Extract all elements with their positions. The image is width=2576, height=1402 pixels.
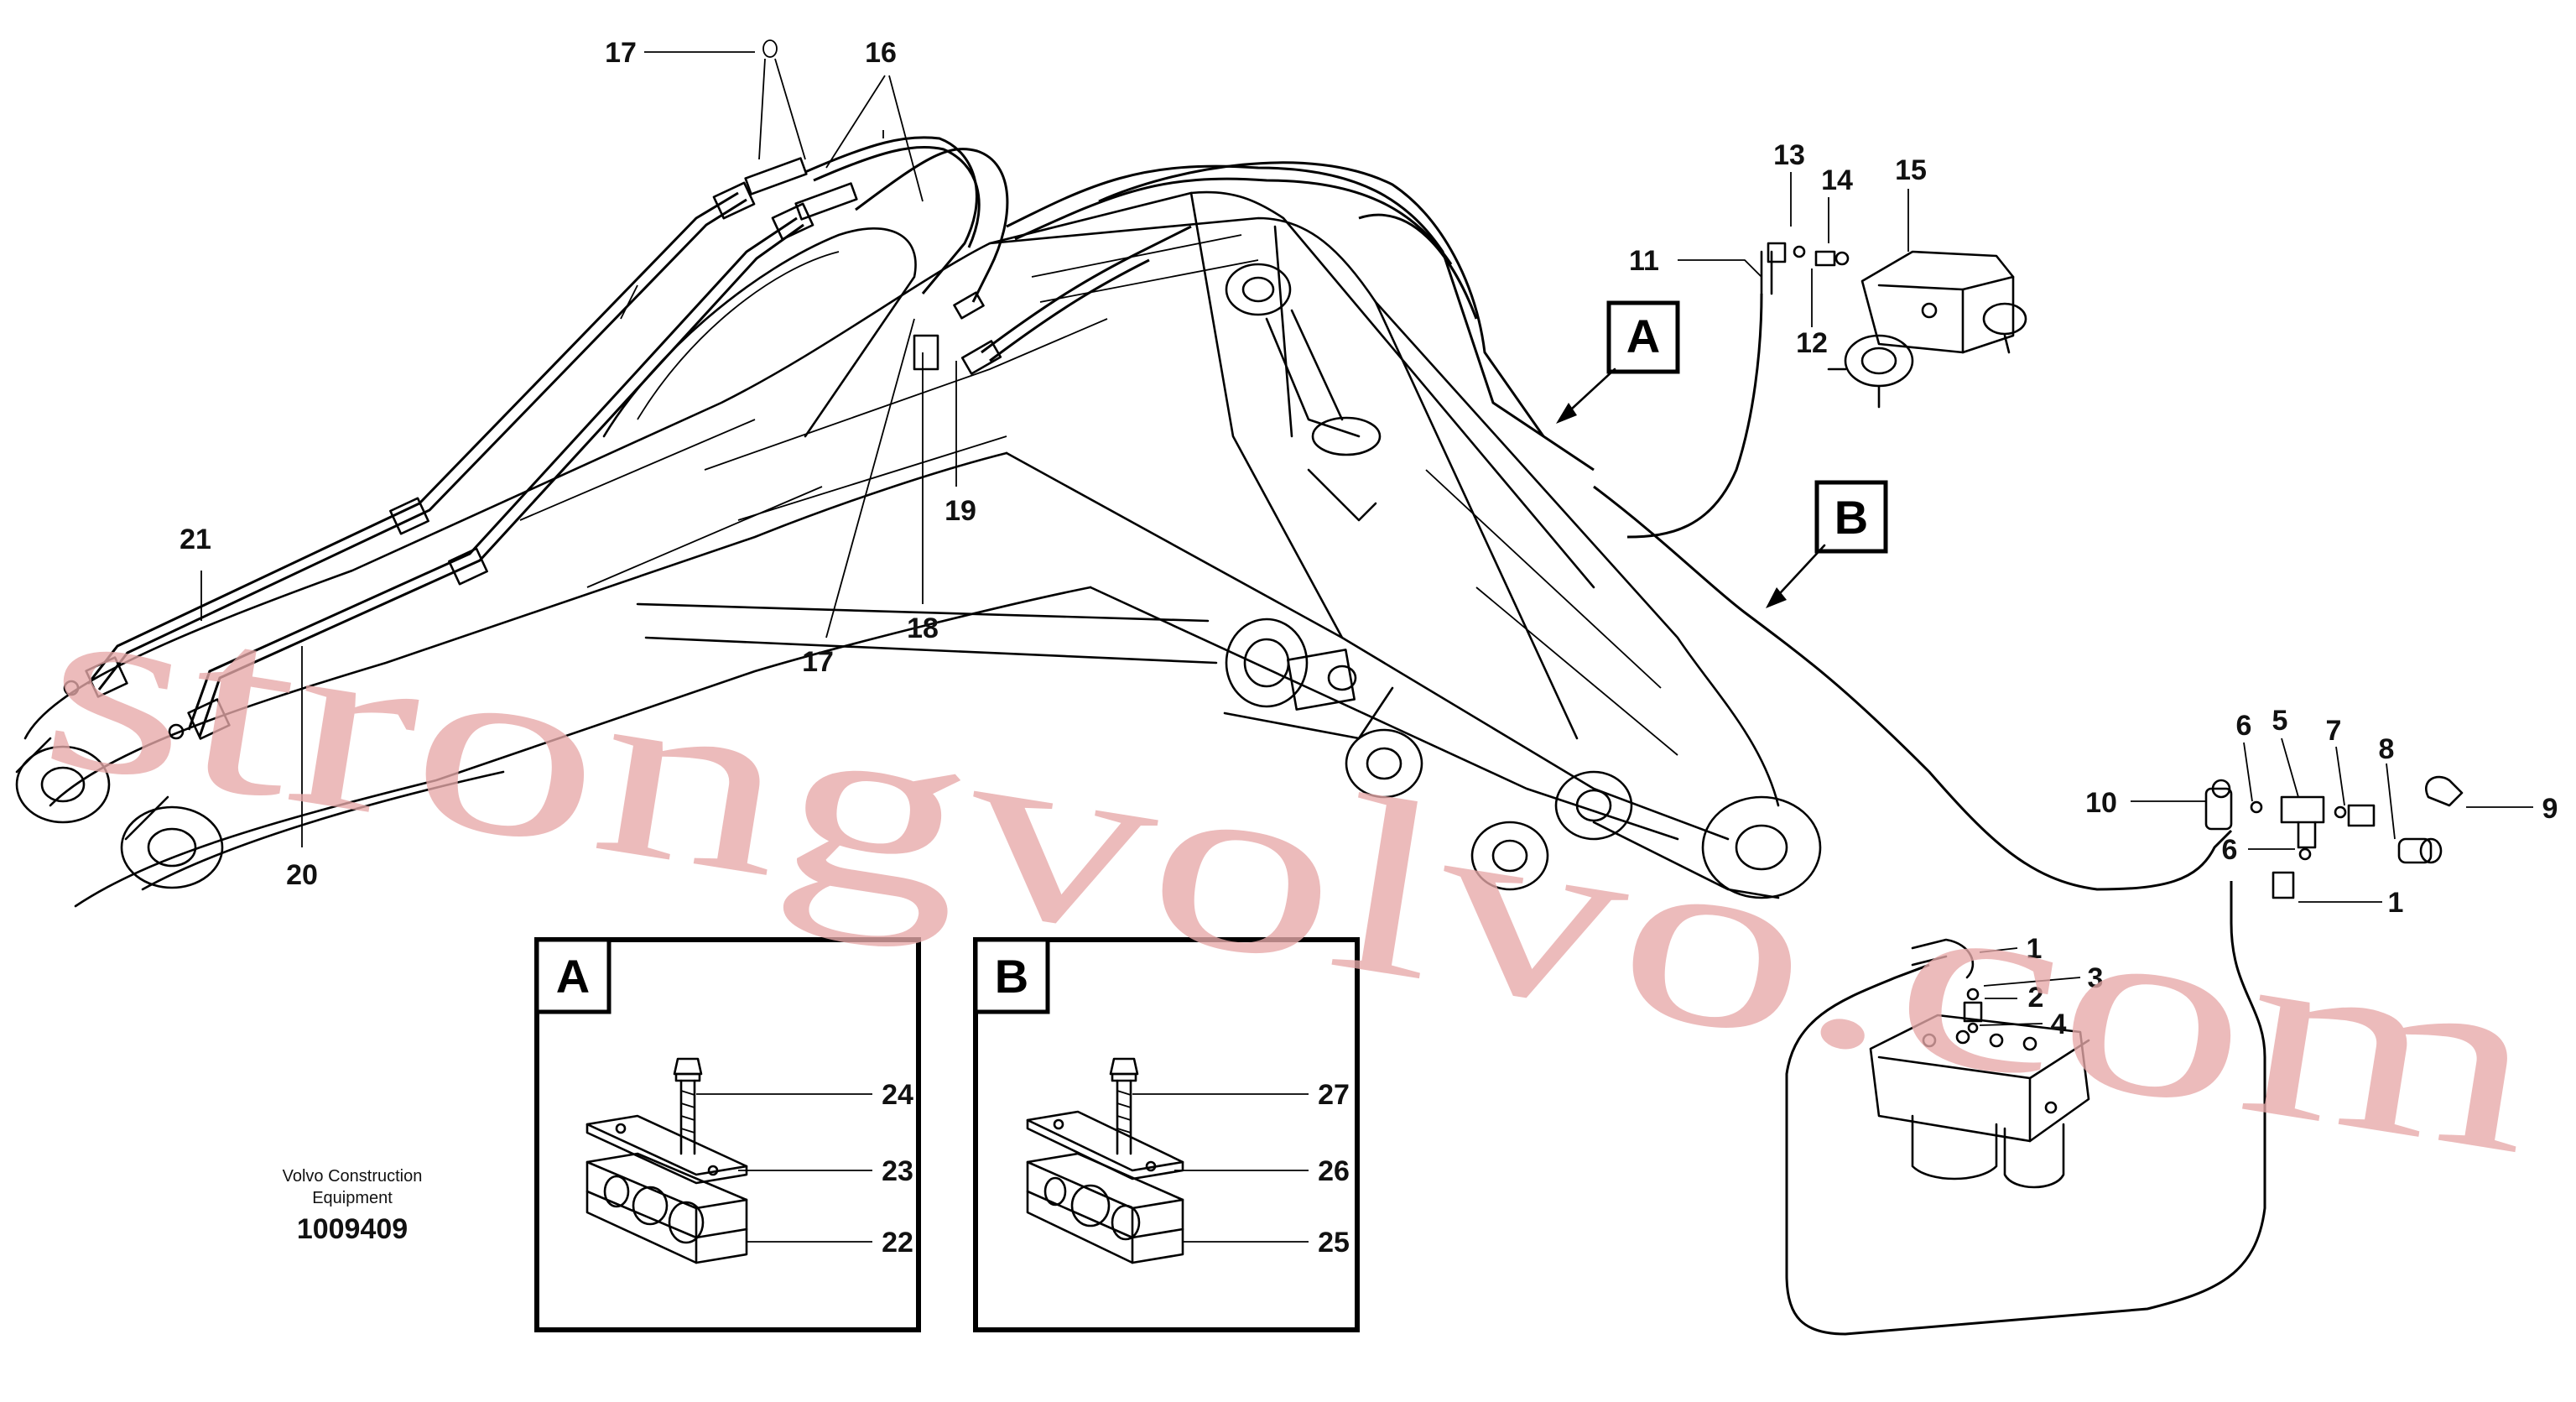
detail-a-label: A bbox=[556, 950, 590, 1003]
label-7: 7 bbox=[2326, 715, 2342, 747]
label-5: 5 bbox=[2272, 705, 2288, 737]
label-6b: 6 bbox=[2222, 834, 2238, 866]
label-13: 13 bbox=[1773, 139, 1805, 171]
label-9: 9 bbox=[2542, 793, 2558, 825]
leader-lines bbox=[200, 39, 2533, 1243]
label-15: 15 bbox=[1895, 154, 1927, 186]
label-26: 26 bbox=[1318, 1155, 1350, 1187]
label-14: 14 bbox=[1821, 164, 1853, 196]
detail-b-label: B bbox=[995, 950, 1028, 1003]
boom-arm bbox=[15, 190, 1822, 908]
label-23: 23 bbox=[882, 1155, 913, 1187]
label-16: 16 bbox=[865, 37, 897, 69]
valve-block bbox=[1869, 938, 2090, 1189]
figure-caption: Volvo Construction Equipment 1009409 bbox=[283, 1167, 423, 1245]
label-20: 20 bbox=[286, 859, 318, 891]
label-8: 8 bbox=[2379, 733, 2395, 765]
label-17b: 17 bbox=[802, 646, 834, 678]
label-27: 27 bbox=[1318, 1079, 1350, 1111]
callout-a: A bbox=[1556, 300, 1680, 424]
label-18: 18 bbox=[907, 612, 939, 644]
label-3: 3 bbox=[2088, 962, 2104, 994]
label-25: 25 bbox=[1318, 1227, 1350, 1259]
watermark-text: strongvolvo.com bbox=[27, 538, 2556, 1207]
label-6: 6 bbox=[2236, 710, 2252, 742]
label-24: 24 bbox=[882, 1079, 913, 1111]
label-1: 1 bbox=[2027, 933, 2043, 965]
caption-number: 1009409 bbox=[297, 1213, 408, 1245]
fitting-group bbox=[2204, 775, 2464, 899]
detail-box-a: A bbox=[534, 937, 921, 1332]
label-12: 12 bbox=[1796, 327, 1828, 359]
callout-b: B bbox=[1766, 480, 1888, 608]
label-1b: 1 bbox=[2388, 887, 2404, 919]
part-labels: 17 16 21 20 17 18 19 11 13 14 15 12 10 6… bbox=[180, 37, 2558, 1259]
hydraulic-lines bbox=[63, 136, 2266, 1336]
label-2: 2 bbox=[2028, 982, 2044, 1014]
caption-line2: Equipment bbox=[312, 1189, 393, 1207]
label-17: 17 bbox=[605, 37, 637, 69]
caption-line1: Volvo Construction bbox=[283, 1167, 423, 1186]
solenoid-valve-15 bbox=[1760, 242, 2027, 409]
callout-a-label: A bbox=[1626, 310, 1660, 362]
label-21: 21 bbox=[180, 524, 211, 555]
label-19: 19 bbox=[945, 495, 976, 527]
label-4: 4 bbox=[2051, 1009, 2067, 1040]
detail-box-b: B bbox=[973, 937, 1360, 1332]
label-22: 22 bbox=[882, 1227, 913, 1259]
label-11: 11 bbox=[1629, 245, 1659, 277]
label-10: 10 bbox=[2085, 787, 2117, 819]
callout-b-label: B bbox=[1834, 491, 1868, 544]
